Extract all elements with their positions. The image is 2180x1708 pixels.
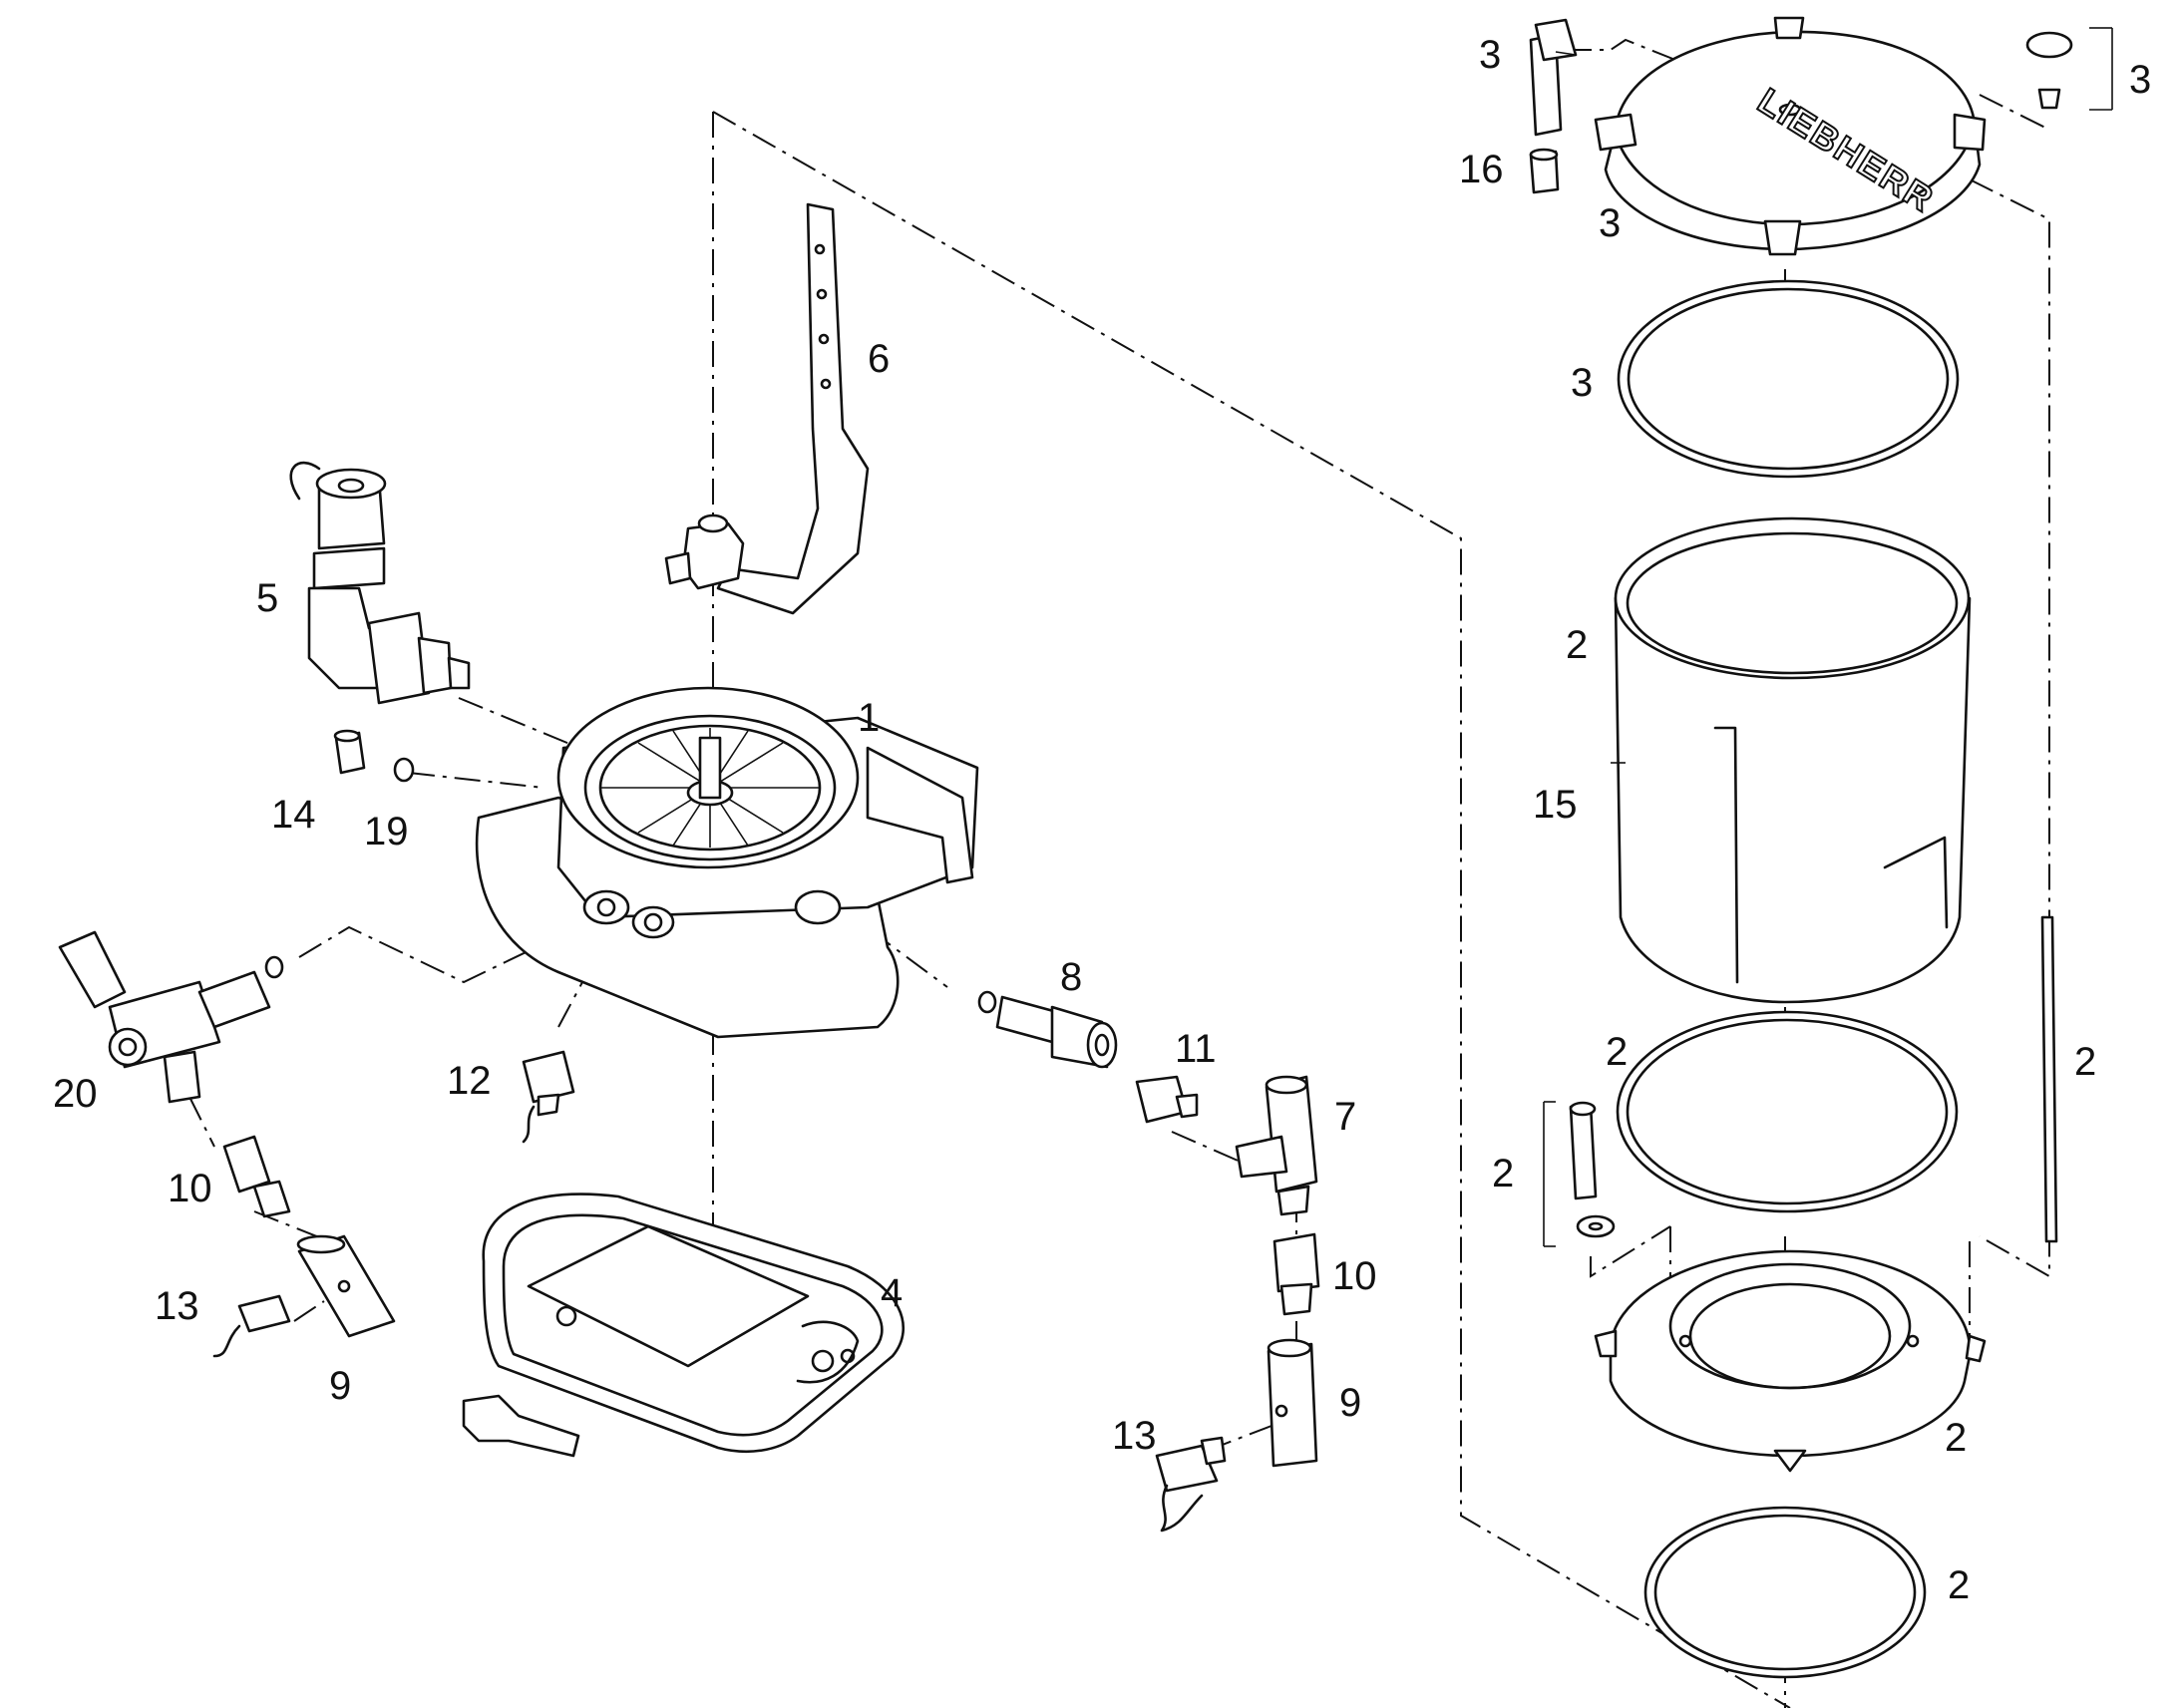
callout-3-c: 3 <box>1599 201 1621 245</box>
callout-2-a: 2 <box>1566 623 1588 667</box>
plug-part <box>333 729 366 775</box>
callout-3-a: 3 <box>1479 33 1501 77</box>
test-point-13-right <box>1155 1436 1227 1533</box>
support-rod <box>2040 915 2058 1243</box>
callout-4: 4 <box>881 1271 903 1315</box>
callout-2-e: 2 <box>1945 1416 1967 1460</box>
vent-cap <box>2025 31 2073 110</box>
valve-block-part <box>58 930 284 1104</box>
test-point-12 <box>522 1050 575 1144</box>
fitting-10-left <box>222 1135 291 1218</box>
callout-3-d: 3 <box>1571 361 1593 405</box>
coupler-9-right <box>1267 1338 1318 1468</box>
pump-base-part <box>475 686 979 1039</box>
callout-16: 16 <box>1459 148 1504 191</box>
lid-part: LIEBHERR <box>1594 16 1987 256</box>
callout-12: 12 <box>447 1059 492 1103</box>
leader-lines <box>1543 27 2113 1247</box>
callout-14: 14 <box>271 793 316 837</box>
elbow-fitting-part <box>289 461 471 705</box>
coupler-9-left <box>296 1234 396 1338</box>
callouts: 1 2 2 2 2 2 2 2 3 3 3 3 4 5 6 7 8 9 9 10… <box>53 33 2151 1607</box>
reservoir-15 <box>1614 516 1972 1004</box>
fitting-8 <box>977 990 1118 1069</box>
callout-9-b: 9 <box>1339 1381 1361 1425</box>
callout-13-a: 13 <box>155 1284 199 1328</box>
callout-8: 8 <box>1060 955 1082 999</box>
base-plate-part <box>462 1193 905 1458</box>
bracket-part <box>664 202 870 615</box>
callout-13-b: 13 <box>1112 1414 1157 1458</box>
reservoir-gasket <box>1616 1010 1959 1213</box>
vent-tube-16 <box>1529 18 1578 194</box>
callout-2-b: 2 <box>1606 1030 1628 1074</box>
callout-19: 19 <box>364 810 409 854</box>
callout-15: 15 <box>1533 783 1578 827</box>
callout-20: 20 <box>53 1072 98 1116</box>
lid-gasket <box>1617 279 1960 479</box>
callout-11: 11 <box>1175 1027 1217 1071</box>
callout-9-a: 9 <box>329 1364 351 1408</box>
fitting-10-right <box>1272 1232 1320 1316</box>
bolt-and-washer <box>1569 1101 1616 1238</box>
test-point-13-left <box>212 1294 291 1358</box>
tee-fitting-7 <box>1235 1075 1318 1216</box>
base-ring <box>1594 1249 1987 1473</box>
callout-10-b: 10 <box>1332 1254 1377 1298</box>
callout-7: 7 <box>1334 1095 1356 1139</box>
bottom-gasket <box>1643 1506 1927 1679</box>
fitting-11 <box>1135 1075 1199 1124</box>
callout-2-f: 2 <box>1948 1563 1970 1607</box>
callout-3-b: 3 <box>2129 58 2151 102</box>
callout-2-d: 2 <box>1492 1152 1514 1196</box>
callout-10-a: 10 <box>168 1167 212 1210</box>
callout-2-c: 2 <box>2074 1040 2096 1084</box>
callout-1: 1 <box>858 696 880 740</box>
seal-ring-part <box>393 757 415 783</box>
callout-5: 5 <box>256 576 278 620</box>
callout-6: 6 <box>868 337 890 381</box>
